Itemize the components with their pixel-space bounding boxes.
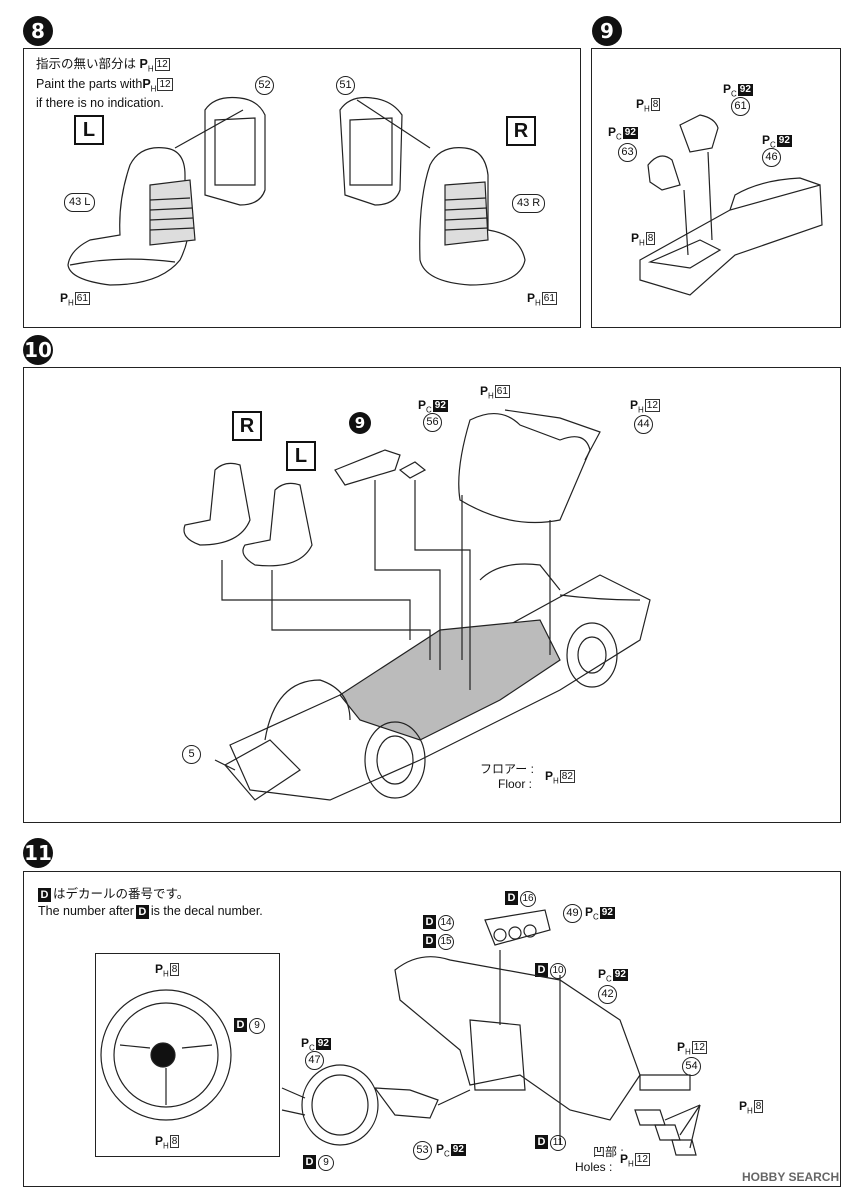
part-47-callout: 47	[305, 1051, 324, 1070]
part-5-callout: 5	[182, 745, 201, 764]
part-56-callout: 56	[423, 413, 442, 432]
part-51-callout: 51	[336, 76, 355, 95]
console-drawing	[639, 114, 823, 296]
right-seat-label: R	[506, 116, 536, 146]
wheel-assembly-drawing	[281, 1064, 471, 1146]
part-61-callout: 61	[731, 97, 750, 116]
step-10-panel	[23, 367, 841, 823]
part-42-callout: 42	[598, 985, 617, 1004]
step-number-8: 8	[23, 16, 53, 46]
part-46-callout: 46	[762, 148, 781, 167]
arrow-52	[174, 109, 244, 149]
note-en-1: Paint the parts with	[36, 76, 143, 91]
part-49-callout: 49	[563, 904, 582, 923]
step-number-10: 10	[23, 335, 53, 365]
part-63-callout: 63	[618, 143, 637, 162]
left-seat-label: L	[74, 115, 104, 145]
note-jp: 指示の無い部分は	[36, 57, 137, 71]
steering-wheel-inset	[95, 953, 280, 1157]
left-seat-label-10: L	[286, 441, 316, 471]
step-11-panel	[23, 871, 841, 1187]
chassis-drawing	[183, 409, 651, 801]
note-en-2: if there is no indication.	[36, 96, 164, 110]
part-54-callout: 54	[682, 1057, 701, 1076]
arrow-51	[356, 99, 431, 149]
part-52-callout: 52	[255, 76, 274, 95]
right-seat-label-10: R	[232, 411, 262, 441]
seat-right-drawing	[339, 96, 526, 286]
part-43l-callout: 43 L	[64, 193, 96, 212]
step-9-panel	[591, 48, 841, 328]
step-number-9: 9	[592, 16, 622, 46]
part-44-callout: 44	[634, 415, 653, 434]
steering-wheel-drawing	[100, 989, 232, 1121]
part-53-callout: 53	[413, 1141, 432, 1160]
holes-label: 凹部 : Holes :	[575, 1145, 624, 1174]
watermark: HOBBY SEARCH	[742, 1170, 840, 1184]
step-8-panel	[23, 48, 581, 328]
seat-left-drawing	[67, 96, 266, 286]
part-43r-callout: 43 R	[512, 194, 546, 213]
floor-label: フロアー : Floor :	[480, 762, 534, 791]
step-number-11: 11	[23, 838, 53, 868]
sub-step-9-ref: 9	[349, 412, 371, 434]
dashboard-drawing	[394, 909, 701, 1156]
